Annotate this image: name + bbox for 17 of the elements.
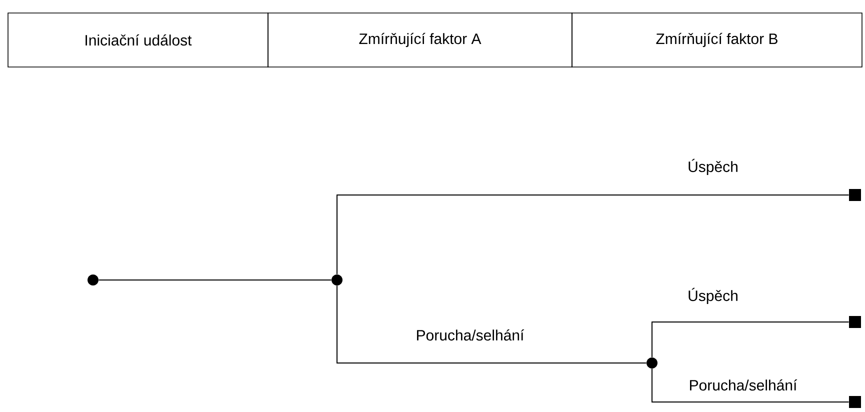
end-square <box>849 189 861 201</box>
end-square <box>849 396 861 408</box>
end-square <box>849 316 861 328</box>
event-dot <box>332 274 342 286</box>
edge-label: Porucha/selhání <box>688 378 798 392</box>
header-cell: Zmírňující faktor B <box>572 12 862 68</box>
header-cell: Iniciační událost <box>8 12 268 68</box>
edge-label: Porucha/selhání <box>414 328 526 342</box>
branch-line <box>652 322 850 358</box>
branch-line <box>652 368 850 402</box>
branch-line <box>336 194 850 275</box>
header-cell: Zmírňující faktor A <box>268 12 572 68</box>
edge-label: Úspěch <box>686 286 740 306</box>
edge-label: Úspěch <box>686 158 740 176</box>
event-dot <box>88 274 98 286</box>
branch-line <box>336 285 647 364</box>
event-dot <box>646 357 658 368</box>
